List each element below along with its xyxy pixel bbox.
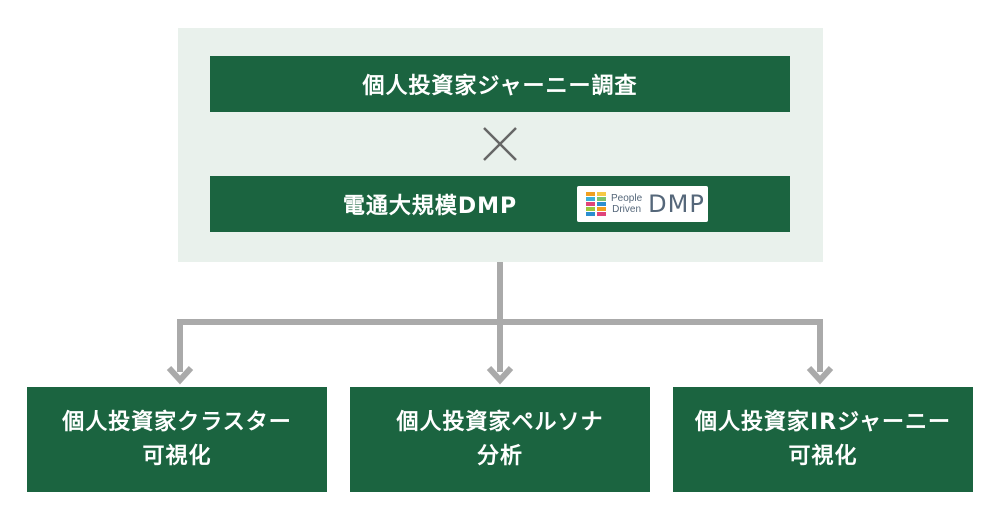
output-box-ir-journey: 個人投資家IRジャーニー 可視化 — [673, 387, 973, 492]
output-box-cluster: 個人投資家クラスター 可視化 — [27, 387, 327, 492]
output-box-line2: 可視化 — [142, 443, 212, 469]
times-icon — [483, 127, 517, 161]
arrowhead-left — [166, 365, 194, 385]
people-driven-dmp-logo: People Driven DMP — [577, 186, 708, 222]
stacked-layers-icon — [586, 192, 606, 216]
arrowhead-right — [806, 365, 834, 385]
output-box-line1: 個人投資家IRジャーニー — [694, 409, 952, 435]
dentsu-dmp-box: 電通大規模DMP People Driven DMP — [210, 176, 790, 232]
journey-survey-label: 個人投資家ジャーニー調査 — [362, 74, 638, 99]
logo-wordmark: People Driven — [611, 193, 642, 215]
logo-people-text: People — [611, 193, 643, 204]
output-box-line2: 分析 — [476, 443, 523, 469]
logo-dmp-text: DMP — [648, 190, 705, 218]
output-box-line1: 個人投資家ペルソナ — [396, 409, 604, 435]
arrowhead-center — [486, 365, 514, 385]
journey-survey-box: 個人投資家ジャーニー調査 — [210, 56, 790, 112]
dentsu-dmp-label: 電通大規模DMP — [342, 194, 518, 219]
output-box-line1: 個人投資家クラスター — [62, 409, 292, 435]
output-box-persona: 個人投資家ペルソナ 分析 — [350, 387, 650, 492]
output-box-line2: 可視化 — [788, 443, 858, 469]
logo-driven-text: Driven — [612, 204, 642, 215]
